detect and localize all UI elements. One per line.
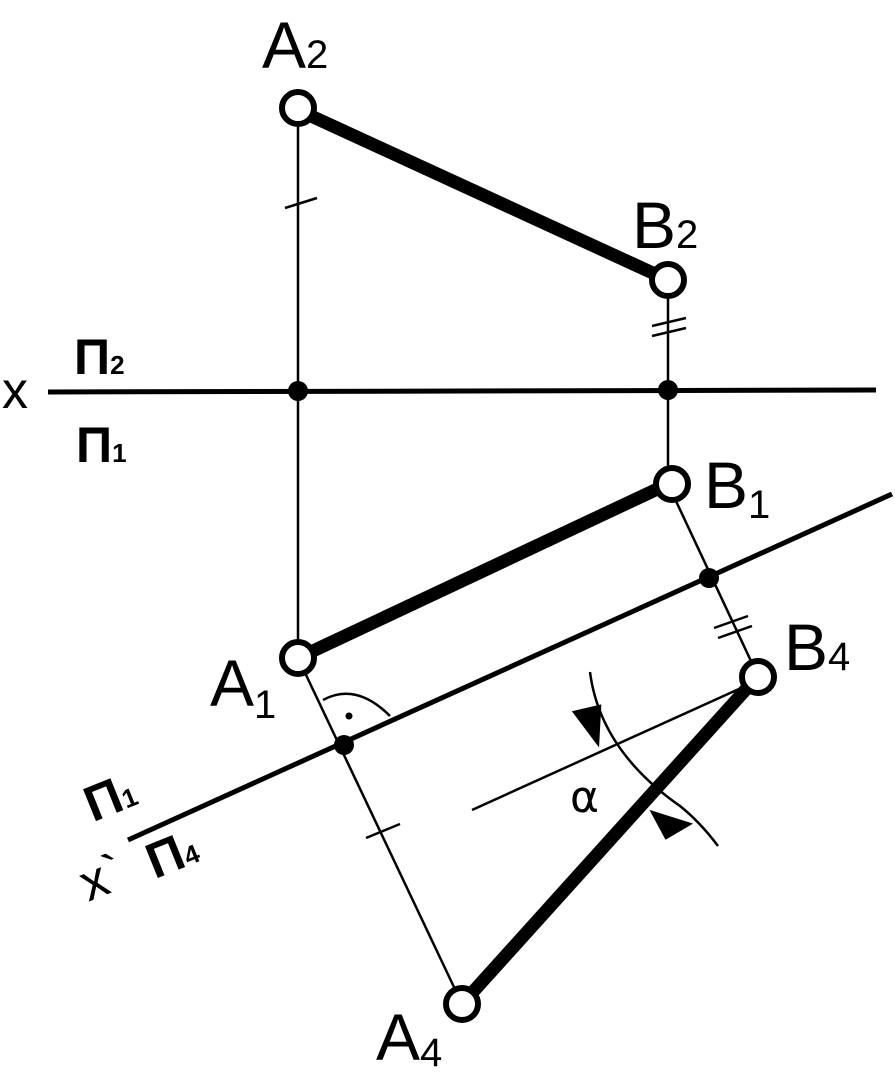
angle-arrows	[571, 704, 694, 840]
axis-x-plane-lower: Π1	[76, 417, 127, 473]
tick-double-lower-2	[717, 624, 753, 640]
point-a1	[279, 639, 317, 677]
axes	[47, 387, 894, 843]
right-angle-dot	[345, 712, 353, 720]
segment-a2-b2	[295, 104, 671, 286]
axis-x1	[126, 491, 894, 843]
axis-x-letter: x	[2, 362, 28, 420]
tick-single-lower	[365, 822, 401, 840]
point-a2	[279, 89, 317, 127]
label-a1: A1	[210, 646, 276, 727]
label-b2: B2	[632, 188, 698, 262]
intersection-dots	[288, 380, 719, 755]
point-b1	[653, 465, 691, 503]
arrow-lower-icon	[649, 809, 694, 840]
arrow-upper-icon	[571, 704, 602, 748]
axis-x-plane-upper: Π2	[74, 329, 125, 385]
right-angle-arc	[322, 692, 391, 717]
angle-arc	[588, 671, 719, 847]
dot-b-on-x	[658, 380, 678, 400]
point-b4	[739, 658, 777, 696]
label-b4: B4	[784, 610, 850, 684]
dot-b-on-x1	[699, 568, 719, 588]
reference-line-parallel-x1	[471, 682, 751, 812]
point-markers	[279, 89, 777, 1023]
label-a2: A2	[262, 8, 328, 82]
tick-double-upper-1	[651, 316, 687, 328]
equal-tick-marks	[284, 196, 753, 840]
point-a4	[443, 985, 481, 1023]
dot-a-on-x	[288, 381, 308, 401]
tick-double-lower-1	[713, 614, 749, 630]
label-a4: A4	[376, 1000, 442, 1074]
segment-a4-b4	[457, 671, 763, 1009]
segments	[295, 104, 763, 1009]
dot-a-on-x1	[334, 735, 354, 755]
axis-x1-letter: x`	[71, 843, 133, 913]
label-b1: B1	[704, 448, 770, 527]
tick-double-upper-2	[651, 326, 687, 338]
segment-a1-b1	[295, 478, 671, 664]
angle-alpha-label: α	[570, 772, 599, 823]
axis-x	[47, 387, 877, 395]
point-b2	[649, 261, 687, 299]
axis-x1-labels: Π1 Π4 x`	[71, 762, 204, 913]
tick-single-upper	[284, 196, 318, 210]
axis-x1-plane-upper: Π1	[76, 762, 144, 833]
